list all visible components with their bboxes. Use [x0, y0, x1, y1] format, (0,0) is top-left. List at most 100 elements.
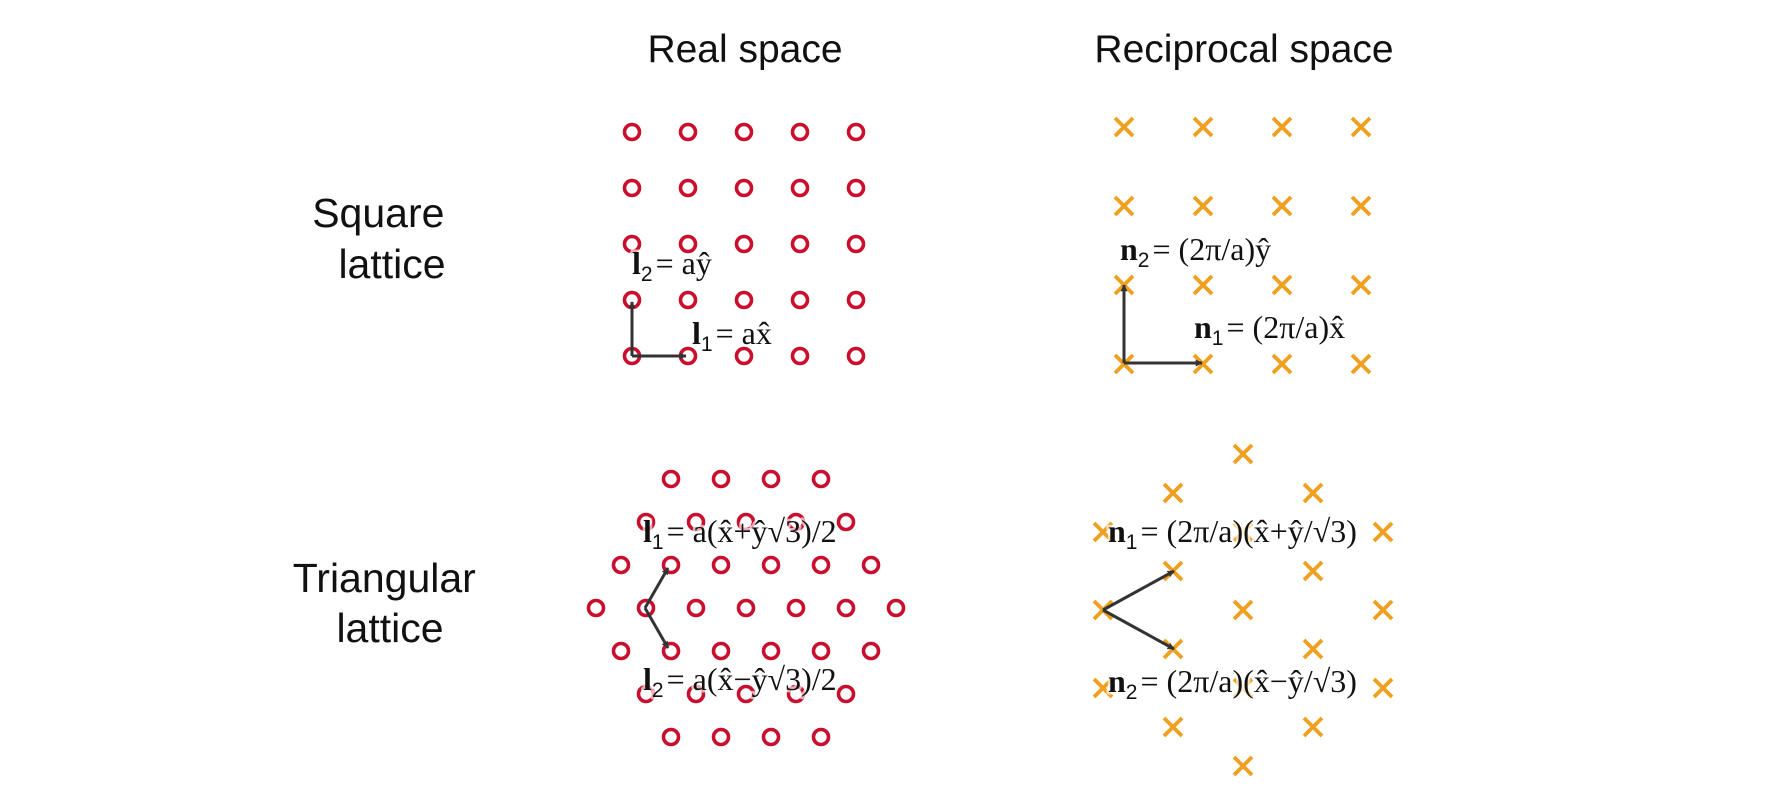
lattice-point: [886, 598, 906, 618]
label-rhs: = (2π/a)ŷ: [1152, 231, 1271, 267]
lattice-point: [622, 234, 642, 254]
label-rhs: = (2π/a)(x̂+ŷ/√3): [1140, 513, 1356, 549]
lattice-point: [761, 727, 781, 747]
label-subscript: 2: [652, 679, 664, 702]
reciprocal-lattice-point: [1302, 482, 1324, 504]
lattice-point: [734, 290, 754, 310]
lattice-point: [790, 122, 810, 142]
reciprocal-lattice-point: [1350, 116, 1372, 138]
lattice-point: [678, 178, 698, 198]
reciprocal-lattice-point: [1350, 195, 1372, 217]
lattice-point: [586, 598, 606, 618]
reciprocal-lattice-point: [1192, 195, 1214, 217]
square-real-l1-label: l1= ax̂: [692, 315, 772, 356]
label-symbol: n: [1120, 231, 1138, 267]
tri-real-l1-label: l1= a(x̂+ŷ√3)/2: [643, 513, 837, 554]
reciprocal-lattice-point: [1232, 443, 1254, 465]
label-rhs: = aŷ: [656, 245, 712, 281]
lattice-point: [861, 555, 881, 575]
label-subscript: 1: [1212, 327, 1224, 350]
reciprocal-lattice-point: [1372, 599, 1394, 621]
lattice-point: [622, 122, 642, 142]
lattice-point: [761, 555, 781, 575]
reciprocal-lattice-point: [1372, 521, 1394, 543]
label-symbol: n: [1108, 663, 1126, 699]
reciprocal-lattice-point: [1302, 560, 1324, 582]
lattice-point: [786, 512, 806, 532]
lattice-point: [686, 512, 706, 532]
lattice-point: [811, 555, 831, 575]
reciprocal-lattice-point: [1271, 353, 1293, 375]
lattice-point: [661, 727, 681, 747]
label-subscript: 1: [1126, 531, 1138, 554]
tri-recip-n1-label: n1= (2π/a)(x̂+ŷ/√3): [1108, 513, 1357, 554]
lattice-point: [790, 290, 810, 310]
lattice-point: [790, 346, 810, 366]
square-real-l2-label: l2= aŷ: [632, 245, 712, 286]
label-subscript: 1: [701, 333, 713, 356]
lattice-point: [661, 469, 681, 489]
lattice-point: [811, 469, 831, 489]
label-symbol: l: [643, 661, 652, 697]
triangular-real-lattice: [586, 469, 906, 747]
lattice-point: [786, 598, 806, 618]
lattice-point: [846, 234, 866, 254]
lattice-point: [736, 512, 756, 532]
lattice-point: [736, 684, 756, 704]
label-subscript: 2: [641, 263, 653, 286]
lattice-point: [686, 598, 706, 618]
reciprocal-lattice-point: [1350, 353, 1372, 375]
lattice-point: [622, 178, 642, 198]
reciprocal-lattice-point: [1271, 195, 1293, 217]
lattice-point: [661, 641, 681, 661]
reciprocal-lattice-point: [1192, 274, 1214, 296]
row-label-triangular-line2: lattice: [336, 605, 443, 651]
lattice-point: [686, 684, 706, 704]
lattice-point: [836, 512, 856, 532]
lattice-point: [678, 234, 698, 254]
square-real-lattice: [622, 122, 866, 366]
lattice-point: [836, 598, 856, 618]
row-label-square: Square lattice: [312, 190, 456, 287]
row-label-triangular-line1: Triangular: [293, 555, 476, 601]
reciprocal-lattice-point: [1271, 274, 1293, 296]
lattice-point: [761, 641, 781, 661]
label-symbol: n: [1108, 513, 1126, 549]
lattice-point: [678, 122, 698, 142]
lattice-point: [734, 178, 754, 198]
label-subscript: 1: [652, 531, 664, 554]
reciprocal-lattice-point: [1113, 116, 1135, 138]
reciprocal-lattice-point: [1113, 195, 1135, 217]
lattice-point: [761, 469, 781, 489]
label-rhs: = (2π/a)(x̂−ŷ/√3): [1140, 663, 1356, 699]
row-label-triangular: Triangular lattice: [293, 555, 487, 651]
reciprocal-lattice-point: [1232, 521, 1254, 543]
lattice-point: [786, 684, 806, 704]
lattice-point: [734, 122, 754, 142]
tri-real-l2-label: l2= a(x̂−ŷ√3)/2: [643, 661, 837, 702]
tri-recip-n1-arrow: [1102, 569, 1175, 612]
reciprocal-lattice-point: [1271, 116, 1293, 138]
header-reciprocal-space: Reciprocal space: [1094, 28, 1393, 71]
label-subscript: 2: [1138, 249, 1150, 272]
lattice-point: [846, 346, 866, 366]
reciprocal-lattice-point: [1232, 677, 1254, 699]
lattice-point: [711, 641, 731, 661]
reciprocal-lattice-point: [1162, 482, 1184, 504]
lattice-point: [636, 512, 656, 532]
reciprocal-lattice-point: [1092, 677, 1114, 699]
reciprocal-lattice-point: [1162, 716, 1184, 738]
reciprocal-lattice-point: [1232, 755, 1254, 777]
reciprocal-lattice-point: [1192, 353, 1214, 375]
lattice-point: [734, 234, 754, 254]
lattice-point: [846, 122, 866, 142]
lattice-point: [811, 641, 831, 661]
reciprocal-lattice-point: [1372, 677, 1394, 699]
reciprocal-lattice-point: [1302, 638, 1324, 660]
row-label-square-line1: Square: [312, 190, 444, 236]
label-rhs: = a(x̂+ŷ√3)/2: [667, 513, 837, 549]
lattice-point: [711, 469, 731, 489]
lattice-point: [861, 641, 881, 661]
label-symbol: n: [1194, 309, 1212, 345]
